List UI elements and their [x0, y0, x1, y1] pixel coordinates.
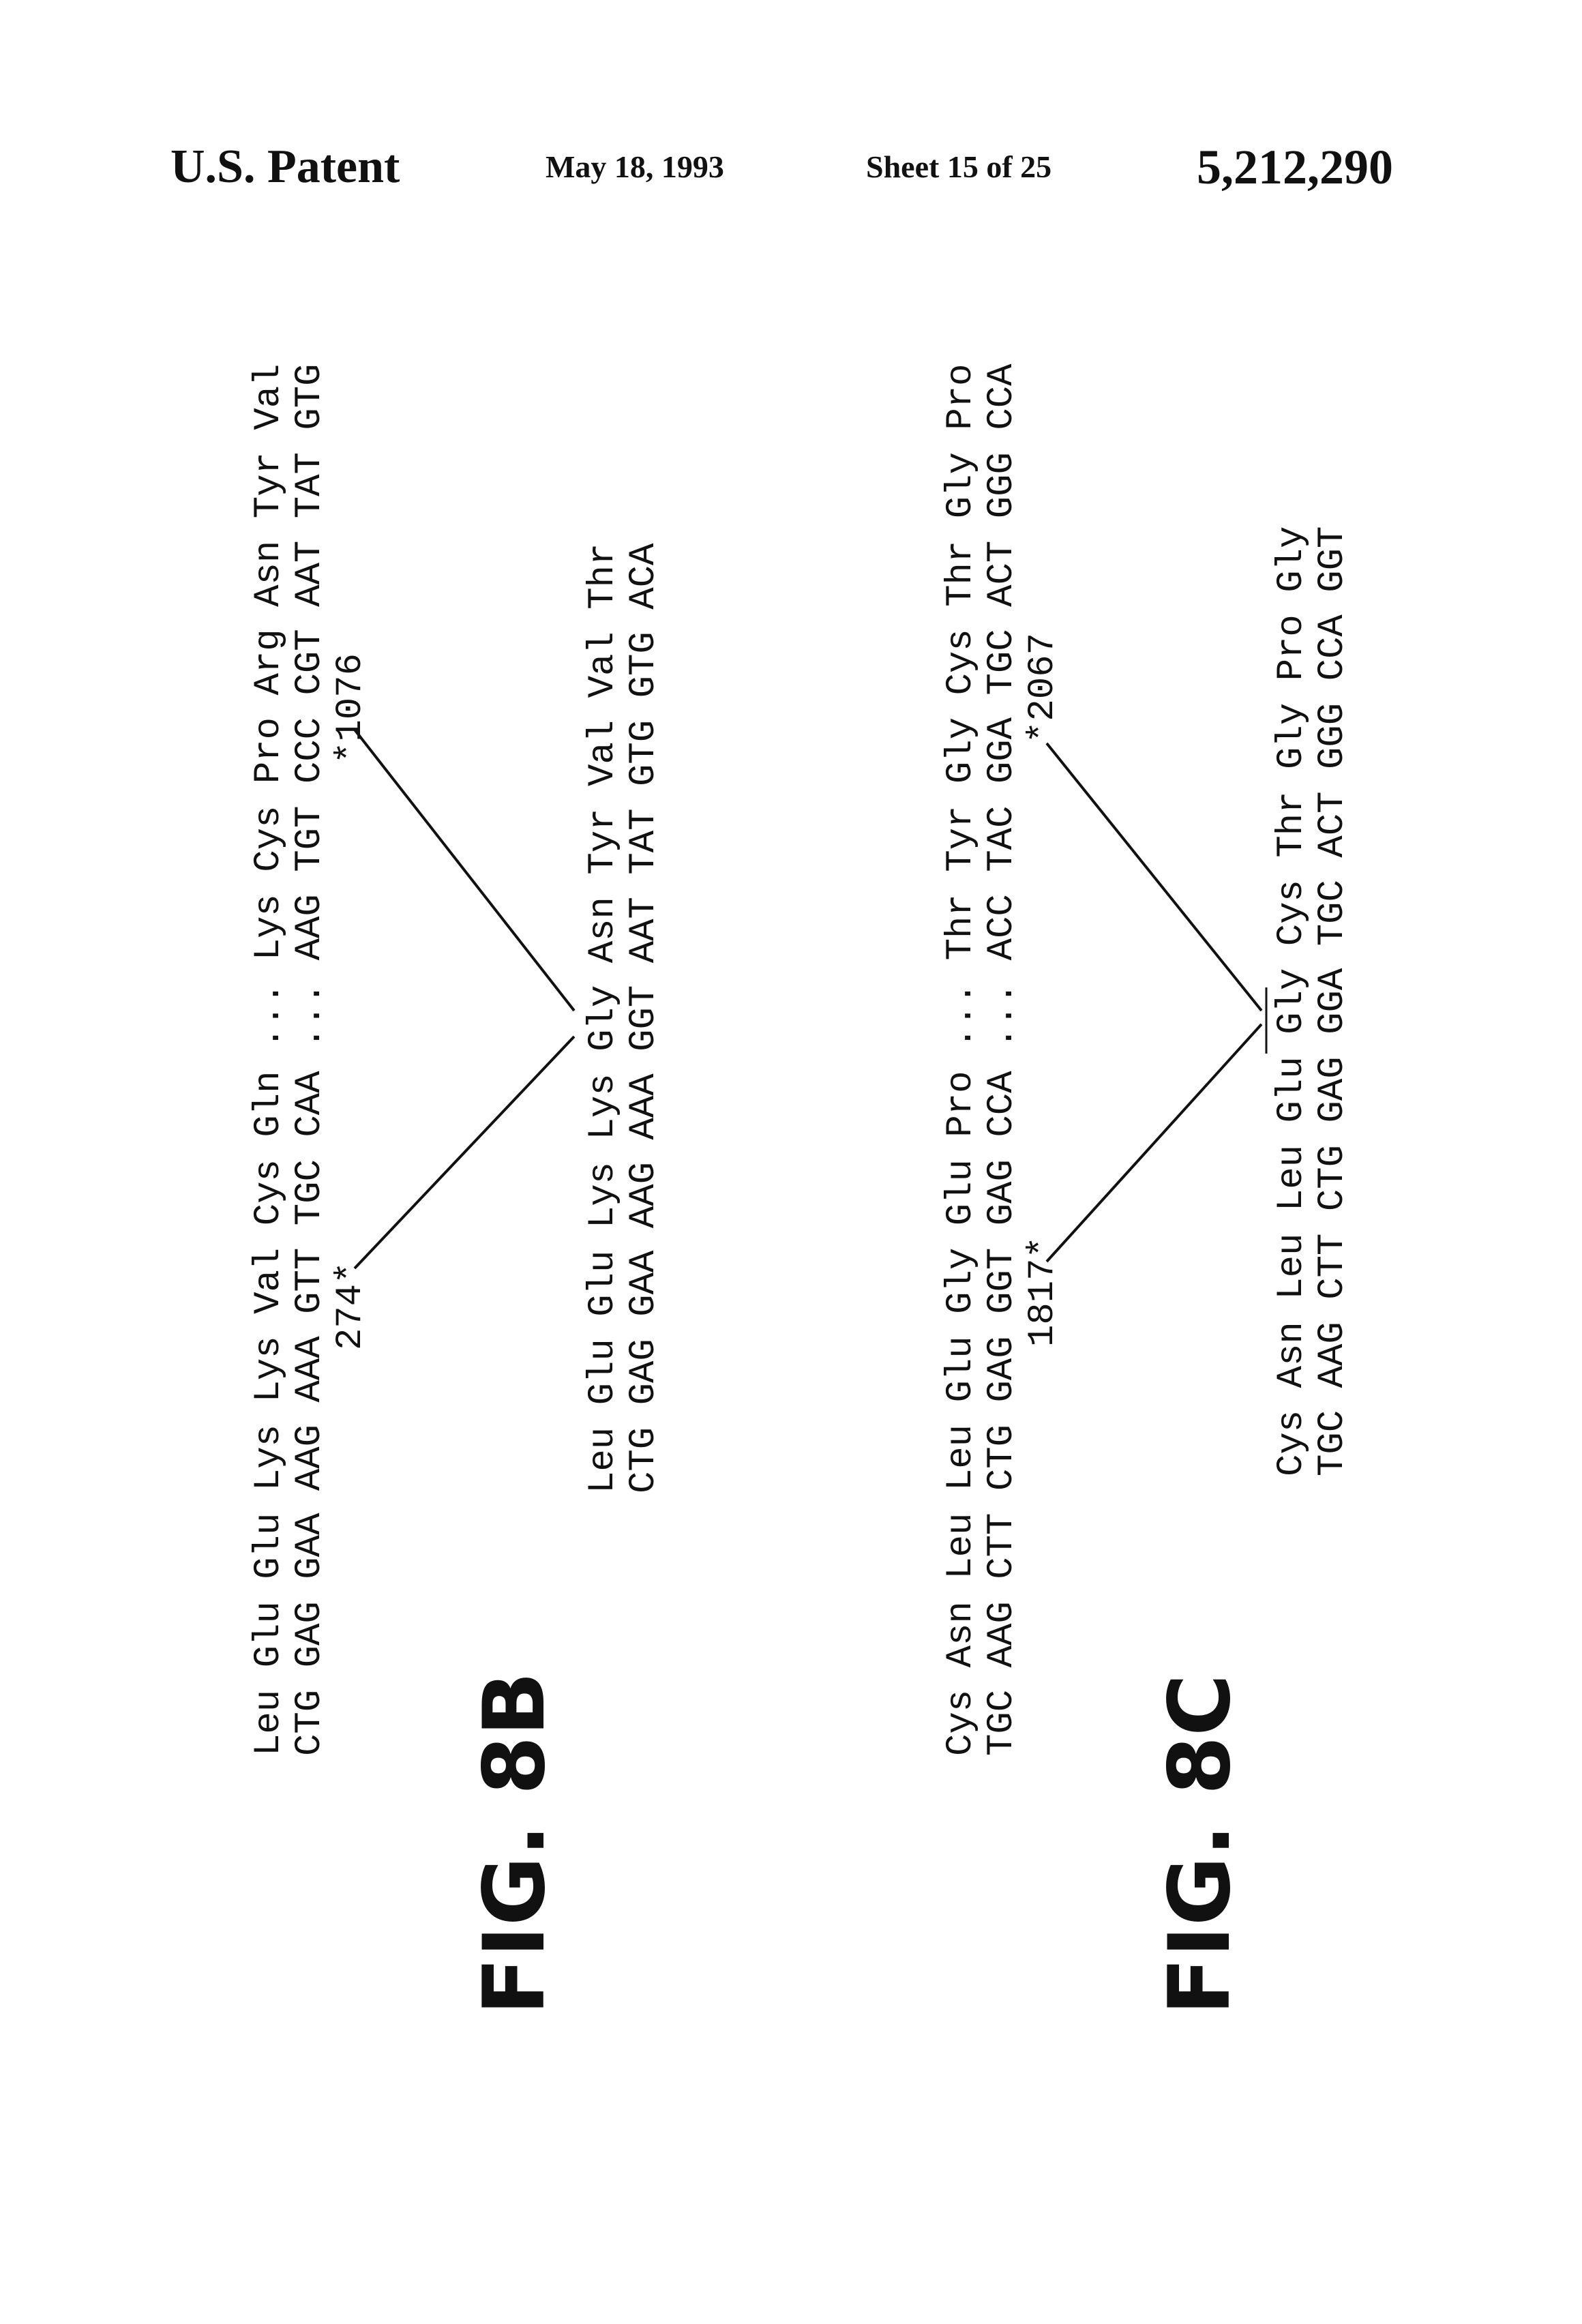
fig8b-connector-right	[355, 730, 574, 1011]
fig8c-connector-left	[1047, 1024, 1262, 1262]
fig8b-connector-left	[355, 1037, 574, 1268]
fig8c-connector-right	[1047, 743, 1262, 1011]
